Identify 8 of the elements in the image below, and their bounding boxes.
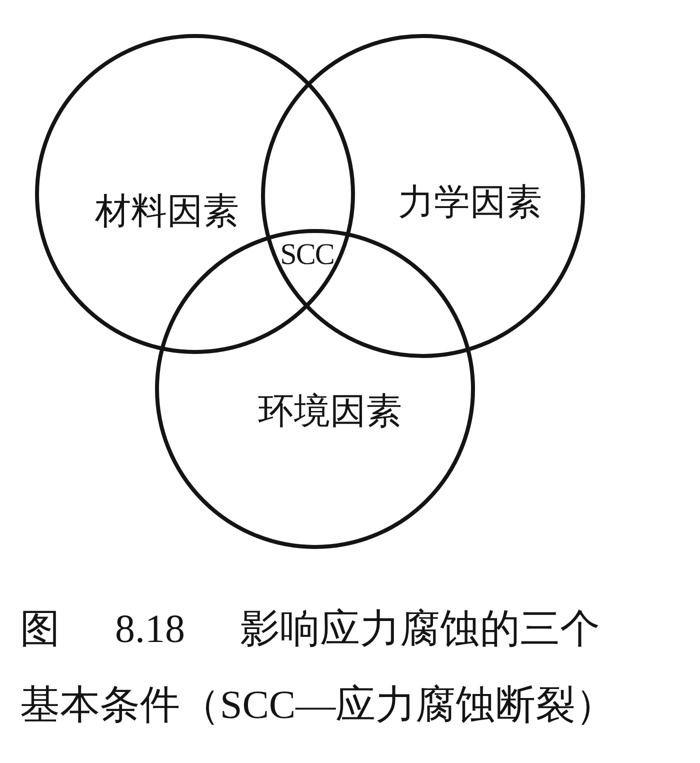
circle-label: 力学因素 (398, 185, 542, 221)
circle-label: 环境因素 (258, 394, 402, 430)
venn-circle (261, 34, 585, 358)
circle-label: 材料因素 (95, 194, 239, 230)
venn-circle (35, 34, 355, 354)
figure-caption: 图 8.18 影响应力腐蚀的三个基本条件（SCC—应力腐蚀断裂） (20, 605, 617, 729)
venn-circle (155, 229, 475, 549)
intersection-label: SCC (280, 240, 334, 270)
